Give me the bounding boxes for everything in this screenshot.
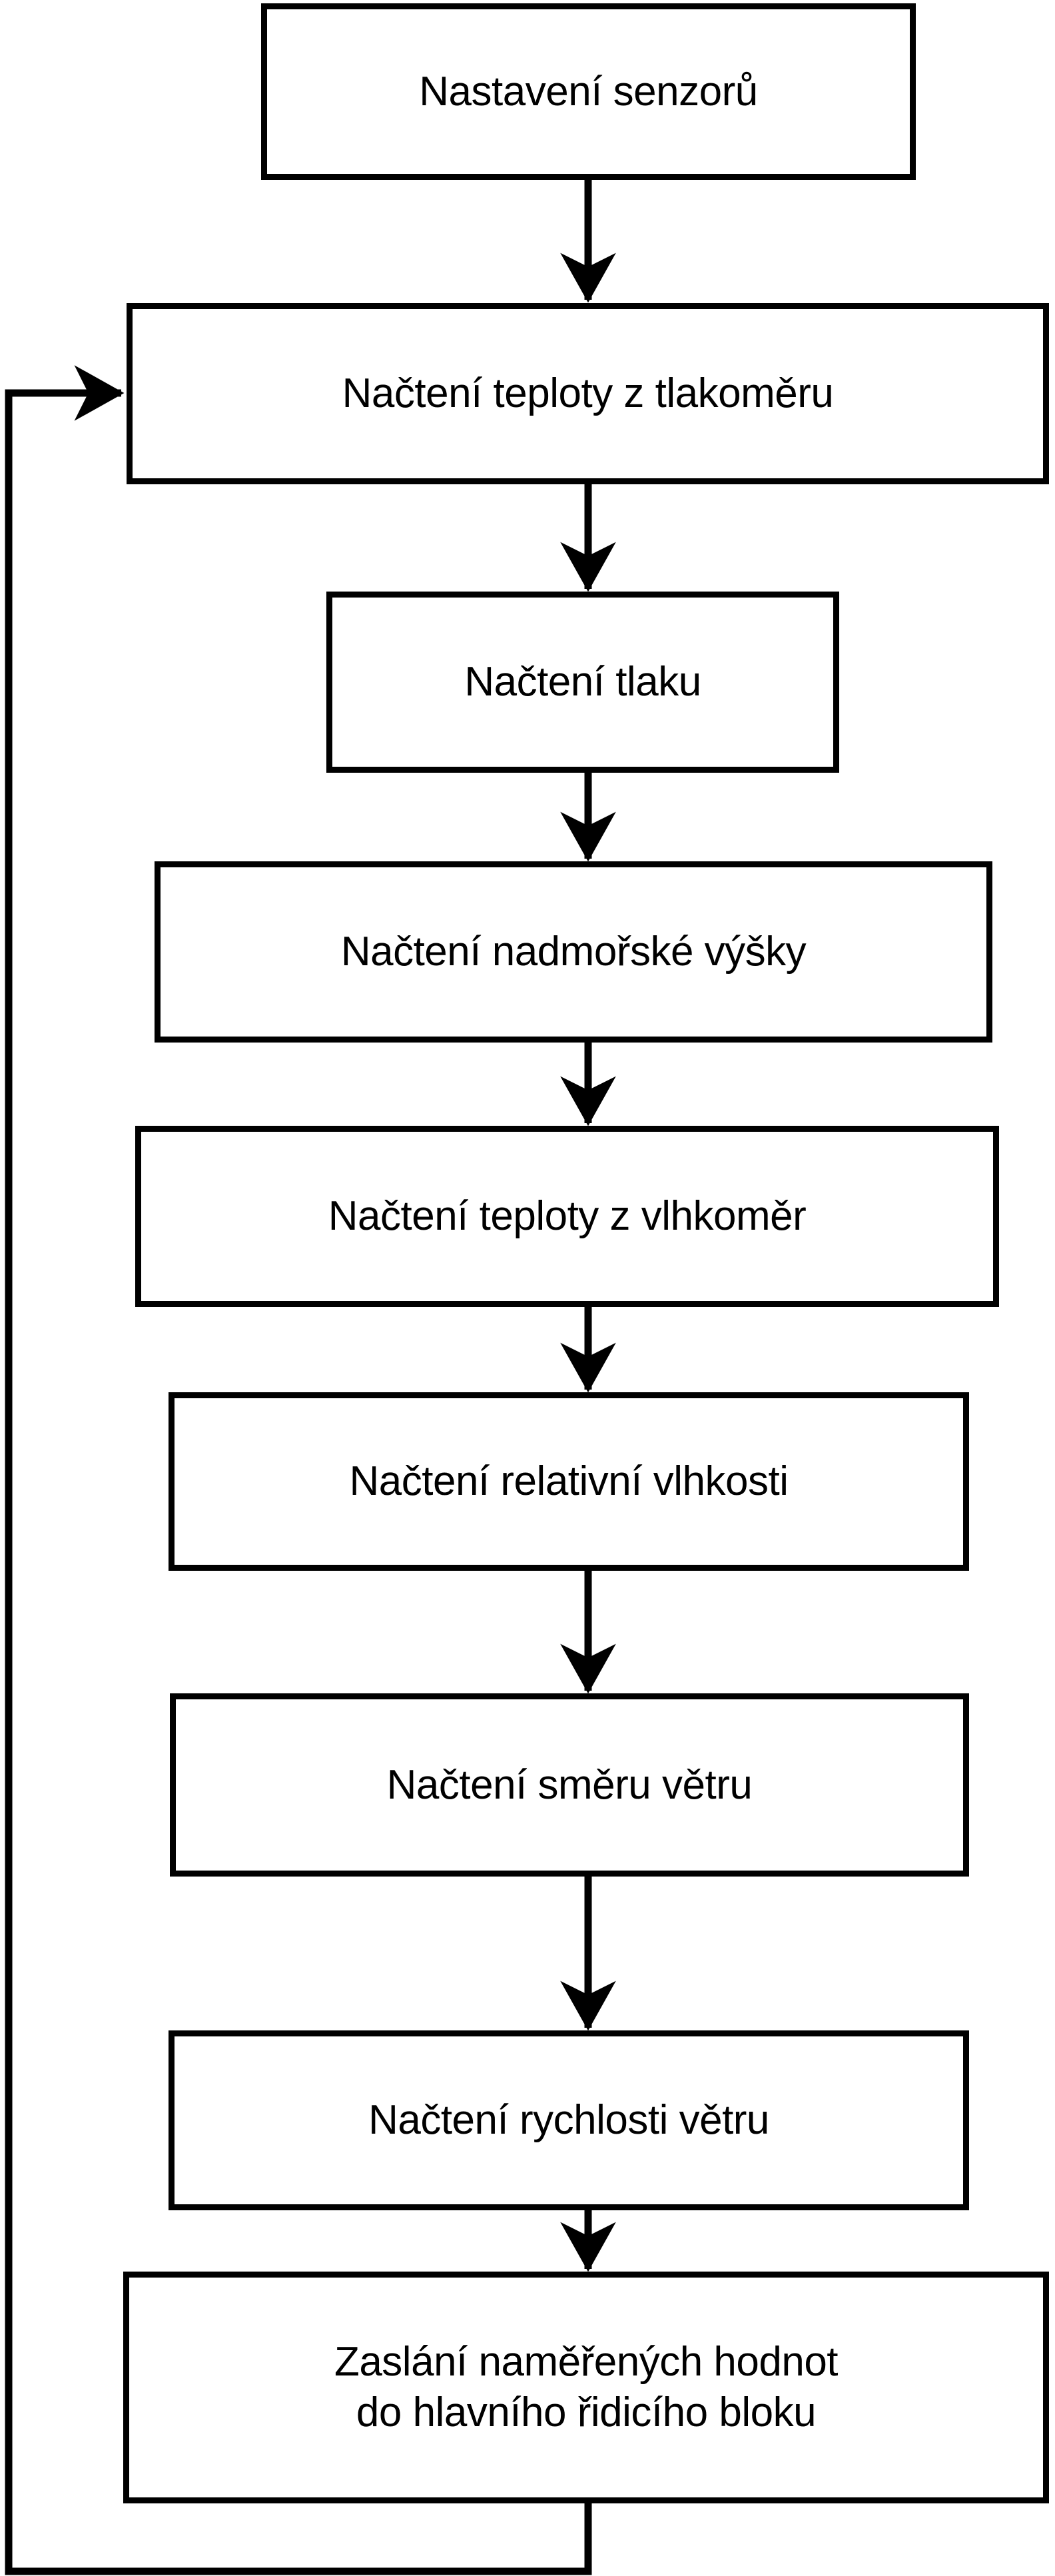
node-nacteni-tlaku[interactable]: Načtení tlaku <box>326 592 839 773</box>
node-nacteni-nadmorske-vysky[interactable]: Načtení nadmořské výšky <box>155 861 992 1043</box>
node-label: Zaslání naměřených hodnot do hlavního ři… <box>334 2339 839 2435</box>
node-nacteni-relativni-vlhkosti[interactable]: Načtení relativní vlhkosti <box>169 1392 969 1571</box>
node-zaslani-namerenych-hodnot[interactable]: Zaslání naměřených hodnot do hlavního ři… <box>123 2272 1049 2503</box>
node-nacteni-rychlosti-vetru[interactable]: Načtení rychlosti větru <box>169 2030 969 2210</box>
node-nastaveni-senzoru[interactable]: Nastavení senzorů <box>261 3 916 180</box>
node-nacteni-smeru-vetru[interactable]: Načtení směru větru <box>170 1693 969 1877</box>
connector-n9-n2-loopback <box>5 365 592 2575</box>
node-label: Načtení tlaku <box>464 659 701 705</box>
node-label: Nastavení senzorů <box>419 68 758 115</box>
node-label: Načtení směru větru <box>386 1761 753 1808</box>
node-nacteni-teploty-z-vlhkomer[interactable]: Načtení teploty z vlhkoměr <box>135 1126 999 1307</box>
node-nacteni-teploty-z-tlakomeru[interactable]: Načtení teploty z tlakoměru <box>127 303 1049 484</box>
node-label: Načtení teploty z vlhkoměr <box>328 1193 807 1240</box>
node-label: Načtení teploty z tlakoměru <box>342 370 834 417</box>
node-label: Načtení nadmořské výšky <box>340 929 807 975</box>
node-label: Načtení relativní vlhkosti <box>349 1458 789 1505</box>
node-label: Načtení rychlosti větru <box>368 2097 769 2144</box>
